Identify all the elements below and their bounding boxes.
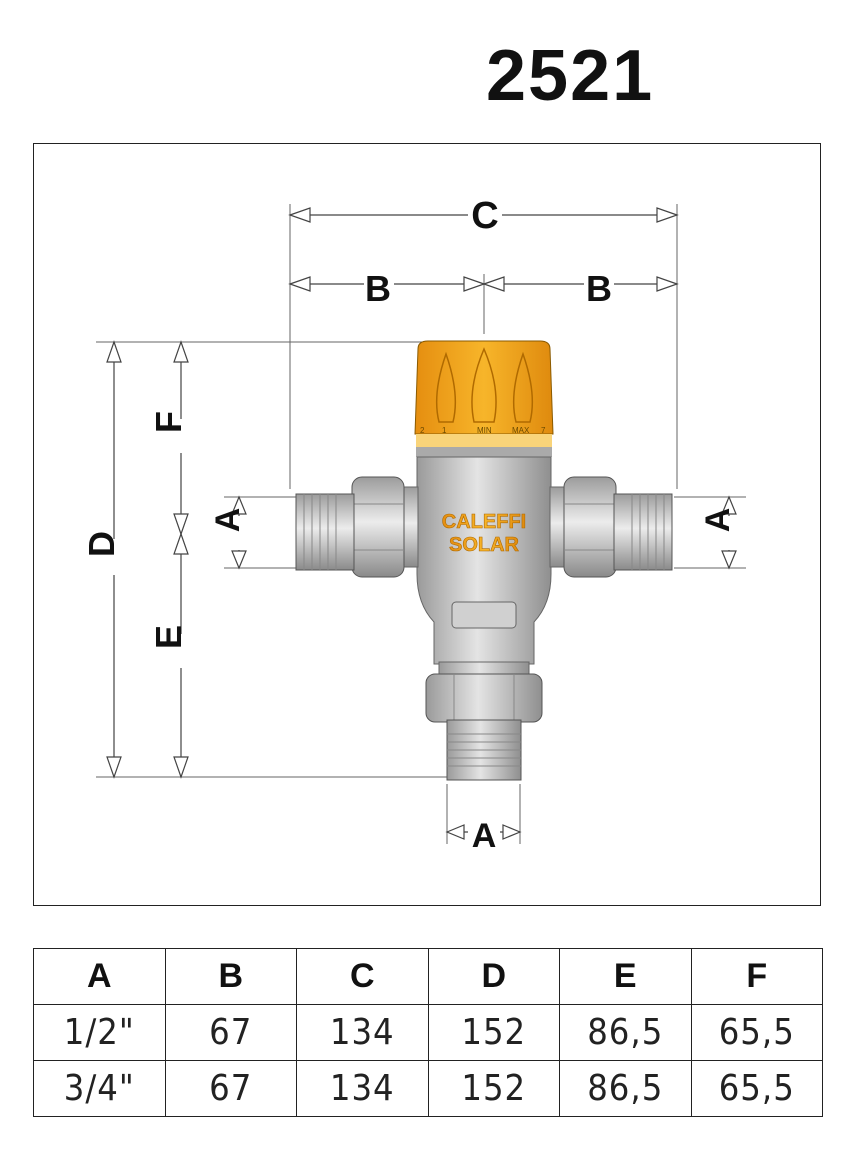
- table-cell: 65,5: [690, 1060, 823, 1117]
- dim-label-a-right: A: [699, 508, 737, 533]
- table-cell: 67: [164, 1004, 297, 1061]
- knob-scale-1: 1: [442, 426, 447, 435]
- table-cell: 65,5: [690, 1004, 823, 1061]
- dim-label-a-left: A: [209, 508, 247, 533]
- valve-dimension-diagram: C B B D F E A A A 2 1 MIN MA: [81, 195, 746, 855]
- table-row: 3/4" 67 134 152 86,5 65,5: [33, 1060, 823, 1117]
- table-header: C: [296, 948, 429, 1005]
- table-cell: 152: [427, 1060, 560, 1117]
- model-number: 2521: [486, 36, 655, 116]
- table-cell: 3/4": [33, 1060, 166, 1117]
- table-cell: 1/2": [33, 1004, 166, 1061]
- extension-lines: [96, 204, 746, 844]
- table-cell: 134: [296, 1004, 429, 1061]
- table-header: A: [33, 948, 166, 1005]
- knob-scale-min: MIN: [477, 426, 492, 435]
- dim-label-b-right: B: [586, 268, 612, 309]
- knob-scale-2: 2: [420, 426, 425, 435]
- dim-label-a-bottom: A: [472, 817, 497, 855]
- table-cell: 152: [427, 1004, 560, 1061]
- brand-solar: SOLAR: [449, 534, 520, 556]
- dim-label-c: C: [471, 195, 498, 237]
- table-header: B: [164, 948, 297, 1005]
- diagram-frame: C B B D F E A A A 2 1 MIN MA: [33, 143, 821, 906]
- dimensions-table: A B C D E F 1/2" 67 134 152 86,5 65,5 3/…: [33, 948, 823, 1117]
- table-row: 1/2" 67 134 152 86,5 65,5: [33, 1004, 823, 1061]
- table-header-row: A B C D E F: [33, 948, 823, 1005]
- table-cell: 134: [296, 1060, 429, 1117]
- knob-scale-7: 7: [541, 426, 546, 435]
- table-cell: 86,5: [559, 1004, 692, 1061]
- table-header: E: [559, 948, 692, 1005]
- dim-label-b-left: B: [365, 268, 391, 309]
- dimension-lines: [106, 207, 737, 840]
- dim-label-f: F: [148, 411, 189, 433]
- table-header: F: [690, 948, 823, 1005]
- knob-scale-max: MAX: [512, 426, 530, 435]
- table-cell: 86,5: [559, 1060, 692, 1117]
- brand-caleffi: CALEFFI: [442, 511, 526, 533]
- table-cell: 67: [164, 1060, 297, 1117]
- table-header: D: [427, 948, 560, 1005]
- thermostatic-mixing-valve: 2 1 MIN MAX 7 CALEFFI SOLAR: [295, 340, 673, 781]
- dim-label-e: E: [148, 625, 189, 649]
- dim-label-d: D: [81, 531, 122, 557]
